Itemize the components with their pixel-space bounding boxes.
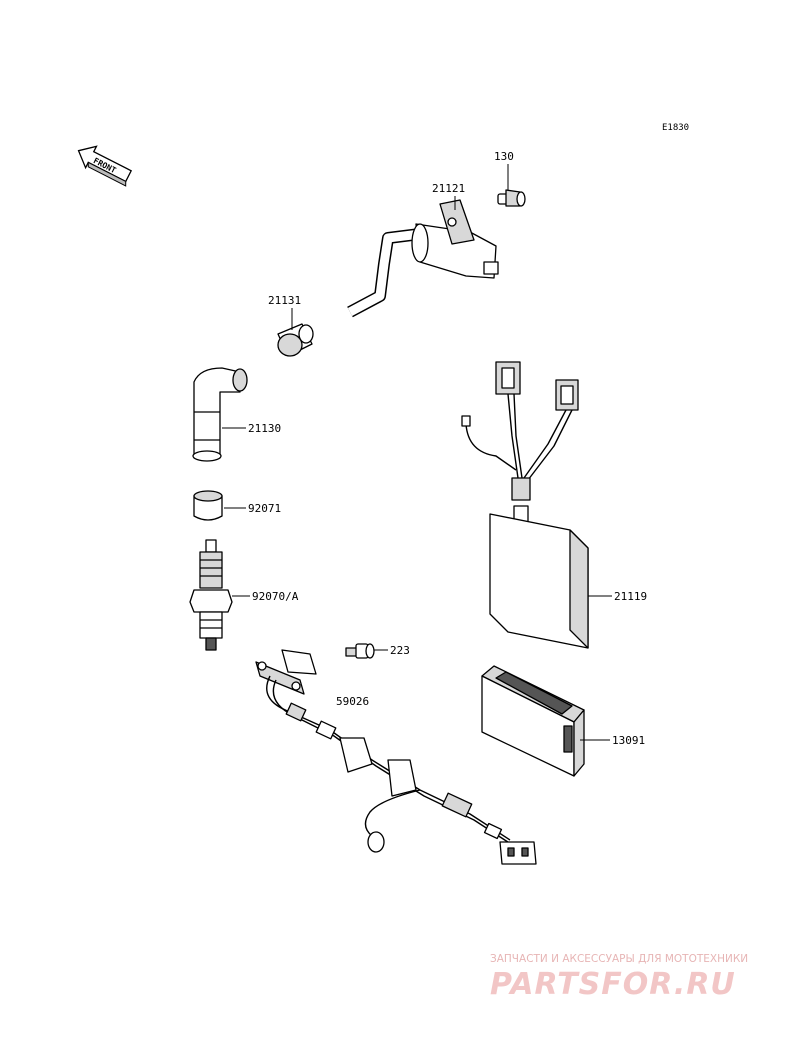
spark-plug-92070a-icon (189, 539, 233, 651)
bolt-223-icon (345, 643, 375, 659)
part-label-21130: 21130 (248, 422, 281, 435)
part-label-59026: 59026 (336, 695, 369, 708)
part-label-21119: 21119 (614, 590, 647, 603)
part-label-92070a: 92070/A (252, 590, 299, 603)
sensor-harness-59026-icon (255, 649, 537, 865)
watermark-tagline: ЗАПЧАСТИ И АКСЕССУАРЫ ДЛЯ МОТОТЕХНИКИ (490, 953, 748, 965)
holder-13091-icon (481, 665, 585, 777)
front-arrow-icon: FRONT (77, 145, 133, 187)
cap-ring-21131-icon (277, 323, 314, 357)
cap-seal-92071-icon (193, 490, 223, 521)
ignition-coil-21121-icon (347, 199, 499, 318)
part-label-223: 223 (390, 644, 410, 657)
part-label-21131: 21131 (268, 294, 301, 307)
igniter-unit-21119-icon (461, 361, 589, 649)
bolt-130-icon (497, 189, 526, 207)
part-label-13091: 13091 (612, 734, 645, 747)
part-label-92071: 92071 (248, 502, 281, 515)
part-label-130: 130 (494, 150, 514, 163)
watermark-brand: PARTSFOR.RU (490, 967, 736, 1002)
diagram-code: E1830 (662, 123, 689, 133)
spark-plug-cap-21130-icon (192, 367, 248, 462)
part-label-21121: 21121 (432, 182, 465, 195)
